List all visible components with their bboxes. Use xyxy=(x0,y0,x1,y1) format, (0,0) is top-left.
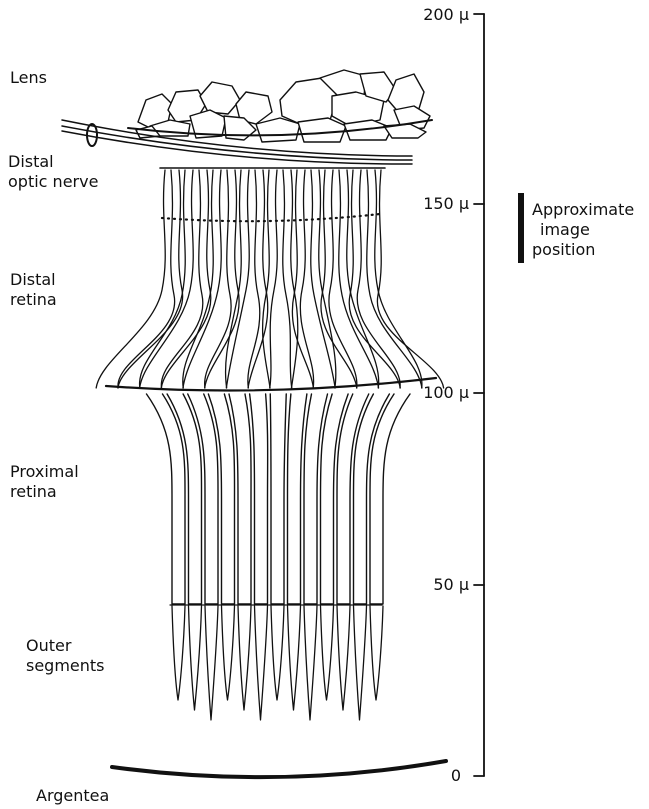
outer-segment xyxy=(304,606,317,720)
scale-bar xyxy=(474,14,484,776)
outer-segment xyxy=(172,606,185,700)
retina-cells xyxy=(96,168,444,720)
image-position-line1: Approximate xyxy=(532,200,634,220)
outer-segment xyxy=(238,606,251,710)
distal-optic-nerve-line2: optic nerve xyxy=(8,172,98,192)
scale-tick-0: 0 xyxy=(451,767,461,785)
distal-fiber xyxy=(283,170,292,388)
proximal-rod xyxy=(270,394,286,604)
outer-segment xyxy=(321,606,334,700)
proximal-retina-line1: Proximal xyxy=(10,462,79,482)
outer-segments-line1: Outer xyxy=(26,636,105,656)
outer-segment xyxy=(189,606,202,710)
distal-optic-nerve-label: Distal optic nerve xyxy=(8,152,98,192)
scale-tick-150: 150 μ xyxy=(423,195,469,213)
lens-cells xyxy=(136,70,430,142)
distal-fiber xyxy=(367,170,422,388)
outer-segment xyxy=(205,606,218,720)
outer-segment xyxy=(255,606,268,720)
distal-retina-line2: retina xyxy=(10,290,57,310)
proximal-rod xyxy=(250,394,268,604)
argentea-layer xyxy=(112,761,446,777)
distal-retina-line1: Distal xyxy=(10,270,57,290)
argentea-label: Argentea xyxy=(36,786,109,806)
distal-optic-nerve-line1: Distal xyxy=(8,152,98,172)
distal-fiber xyxy=(161,170,211,388)
distal-fiber xyxy=(205,170,239,388)
lens-label: Lens xyxy=(10,68,47,88)
distal-fiber xyxy=(140,170,186,388)
distal-fiber xyxy=(140,170,194,388)
proximal-retina-line2: retina xyxy=(10,482,79,502)
scale-tick-200: 200 μ xyxy=(423,6,469,24)
image-position-label: Approximate image position xyxy=(532,200,634,260)
outer-segment xyxy=(337,606,350,710)
outer-segments-label: Outer segments xyxy=(26,636,105,676)
dotted-band xyxy=(162,214,380,221)
image-position-bar xyxy=(518,193,524,263)
proximal-rod xyxy=(370,394,410,604)
distal-fiber xyxy=(375,170,422,388)
proximal-retina-label: Proximal retina xyxy=(10,462,79,502)
outer-segment xyxy=(354,606,367,720)
scale-tick-100: 100 μ xyxy=(423,384,469,402)
distal-fiber xyxy=(161,170,202,388)
distal-fiber xyxy=(319,170,336,388)
distal-fiber xyxy=(118,170,175,388)
outer-segment xyxy=(288,606,301,710)
image-position-line2: image xyxy=(532,220,634,240)
outer-segment xyxy=(370,606,383,700)
image-position-line3: position xyxy=(532,240,634,260)
scale-tick-50: 50 μ xyxy=(433,576,469,594)
distal-fiber xyxy=(270,170,277,388)
outer-segments-line2: segments xyxy=(26,656,105,676)
distal-fiber xyxy=(349,170,400,388)
distal-retina-label: Distal retina xyxy=(10,270,57,310)
outer-segment xyxy=(222,606,235,700)
outer-segment xyxy=(271,606,284,700)
distal-fiber xyxy=(226,170,249,388)
proximal-rod xyxy=(147,394,186,604)
